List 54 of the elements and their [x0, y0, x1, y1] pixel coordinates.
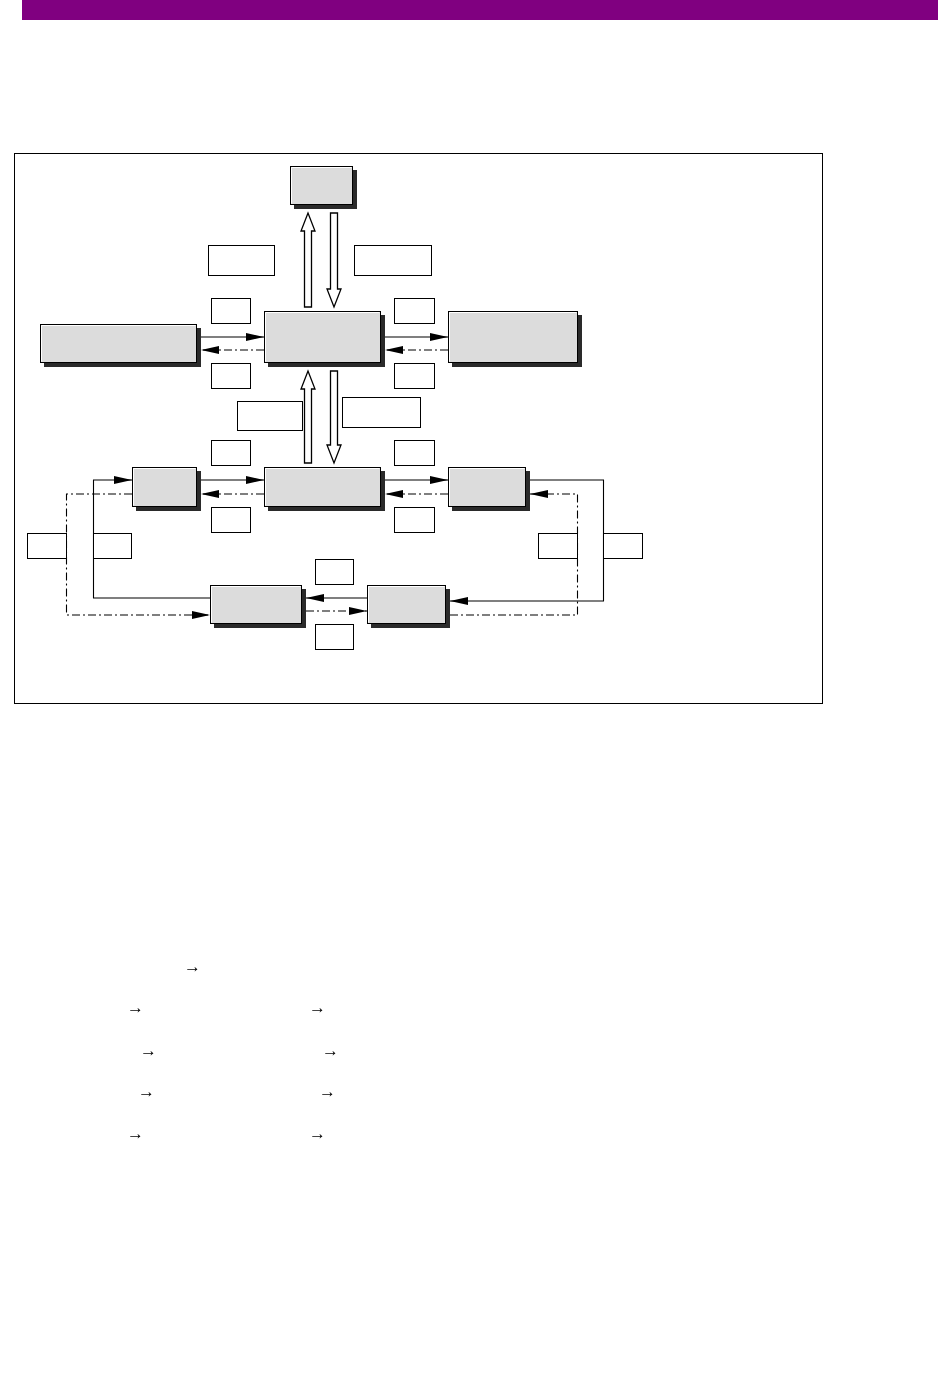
process-box — [448, 311, 582, 367]
label-box — [315, 624, 354, 650]
arrow-symbol: → — [322, 1042, 339, 1060]
arrow — [305, 607, 368, 615]
label-box — [394, 440, 435, 466]
arrow — [200, 476, 265, 484]
label-box — [394, 298, 435, 324]
block-arrow — [300, 211, 316, 308]
process-box — [40, 324, 201, 367]
process-box — [367, 585, 450, 628]
arrow-symbol: → — [309, 999, 326, 1017]
arrow — [384, 490, 449, 498]
arrow — [449, 490, 579, 616]
label-box — [394, 363, 435, 389]
arrow-symbol: → — [127, 1125, 144, 1143]
process-box — [264, 311, 385, 367]
arrow — [449, 479, 605, 605]
label-box — [354, 245, 432, 276]
arrow-symbol: → — [127, 999, 144, 1017]
label-box — [93, 533, 132, 559]
process-box — [132, 467, 201, 511]
arrow — [384, 333, 449, 341]
arrow — [384, 346, 449, 354]
label-box — [211, 507, 251, 533]
process-box — [210, 585, 306, 628]
label-box — [211, 440, 251, 466]
label-box — [211, 298, 251, 324]
process-box — [448, 467, 530, 511]
arrow — [65, 493, 211, 619]
arrow — [200, 346, 265, 354]
arrow — [305, 594, 368, 602]
arrow — [92, 476, 211, 599]
block-arrow — [326, 370, 342, 465]
label-box — [538, 533, 578, 559]
arrow-symbol: → — [309, 1125, 326, 1143]
label-box — [342, 397, 421, 428]
arrow-symbol: → — [184, 958, 201, 976]
process-box — [290, 166, 357, 209]
label-box — [208, 245, 275, 276]
block-arrow — [326, 212, 342, 309]
label-box — [211, 363, 251, 389]
arrow-symbol: → — [319, 1083, 336, 1101]
label-box — [237, 401, 303, 431]
label-box — [394, 507, 435, 533]
label-box — [315, 559, 354, 585]
process-box — [264, 467, 385, 511]
label-box — [603, 533, 643, 559]
block-arrow — [300, 369, 316, 464]
arrow-symbol: → — [140, 1042, 157, 1060]
arrow-symbol: → — [138, 1083, 155, 1101]
arrow — [384, 476, 449, 484]
arrow — [200, 333, 265, 341]
arrow — [200, 490, 265, 498]
label-box — [27, 533, 67, 559]
